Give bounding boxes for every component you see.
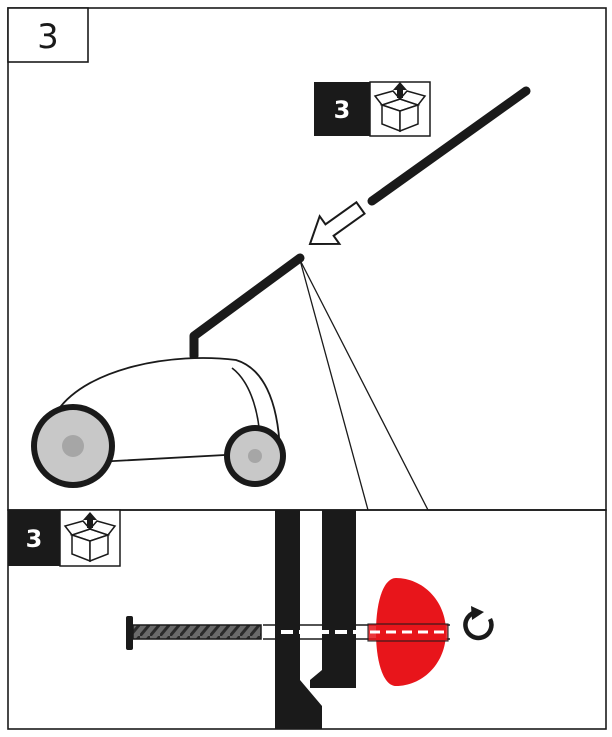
- badge-number-bg: [8, 510, 60, 566]
- bolt-head: [126, 616, 133, 650]
- arrow-down-left-icon: [308, 200, 366, 246]
- front-wheel: [224, 425, 286, 487]
- handle-lower-section: [189, 253, 305, 361]
- part-badge-handle: 3: [314, 81, 431, 137]
- tube-wall-left: [275, 510, 322, 729]
- badge-number: 3: [26, 525, 43, 553]
- badge-number: 3: [334, 96, 351, 124]
- upper-panel: 3 3: [7, 7, 607, 511]
- box-unpack-icon: [373, 82, 427, 133]
- rotate-clockwise-icon: [463, 606, 494, 641]
- lawn-mower: [31, 357, 286, 488]
- rear-wheel: [31, 404, 115, 488]
- lower-detail-panel: 3: [7, 509, 607, 730]
- bolt-thread: [132, 624, 262, 640]
- red-knob: [367, 578, 449, 686]
- badge-number-bg: [314, 82, 370, 136]
- part-badge-detail: 3: [8, 509, 121, 567]
- tube-wall-right: [310, 510, 356, 688]
- handle-upper-section: [367, 86, 531, 206]
- handle-cross-section: [275, 510, 356, 729]
- step-number-box: 3: [7, 7, 89, 63]
- step-number-frame: [7, 7, 89, 63]
- step-number: 3: [37, 17, 59, 57]
- box-unpack-icon: [63, 512, 117, 563]
